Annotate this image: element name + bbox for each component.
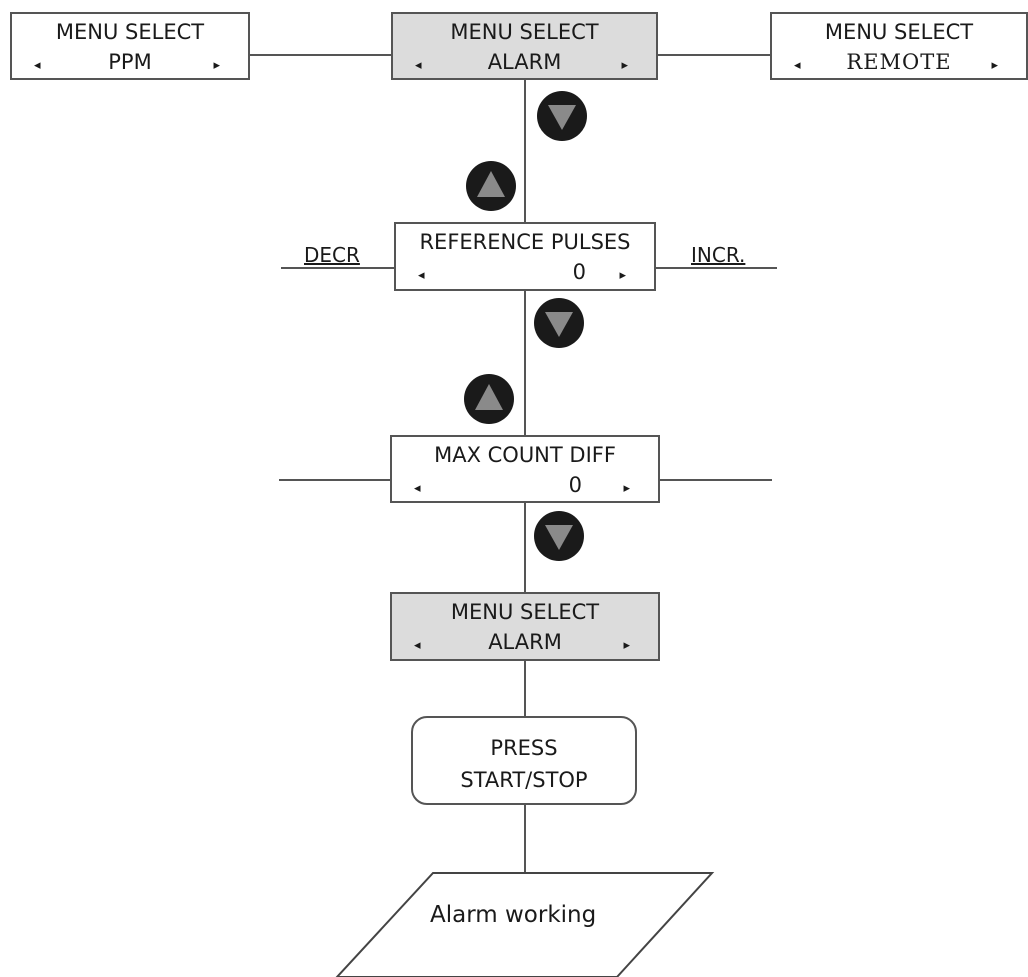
down-button-icon[interactable] — [533, 297, 585, 349]
menu-select-alarm-return-box[interactable]: MENU SELECT ALARM ◂ ▸ — [390, 592, 660, 661]
menu-select-alarm-box[interactable]: MENU SELECT ALARM ◂ ▸ — [391, 12, 658, 80]
left-arrow-icon: ◂ — [418, 268, 425, 283]
right-arrow-icon: ▸ — [213, 58, 220, 73]
up-button-icon[interactable] — [463, 373, 515, 425]
right-arrow-icon: ▸ — [623, 481, 630, 496]
menu-select-ppm-title: MENU SELECT — [55, 20, 205, 44]
press-start-stop-button[interactable]: PRESS START/STOP — [411, 716, 637, 805]
menu-select-alarm-title: MENU SELECT — [450, 20, 599, 44]
right-arrow-icon: ▸ — [621, 58, 628, 73]
max-count-diff-value: 0 — [568, 473, 582, 497]
left-arrow-icon: ◂ — [415, 58, 422, 73]
menu-select-remote-box[interactable]: MENU SELECT REMOTE ◂ ▸ — [770, 12, 1028, 80]
press-line2: START/STOP — [460, 768, 588, 792]
output-parallelogram — [335, 872, 715, 977]
incr-label: INCR. — [691, 243, 746, 267]
left-arrow-icon: ◂ — [34, 58, 41, 73]
menu-select-remote-value: REMOTE — [846, 50, 952, 74]
left-arrow-icon: ◂ — [414, 638, 421, 653]
menu-select-ppm-value: PPM — [108, 50, 152, 74]
right-arrow-icon: ▸ — [623, 638, 630, 653]
menu-select-alarm-return-title: MENU SELECT — [450, 600, 600, 624]
menu-select-alarm-return-value: ALARM — [488, 630, 562, 654]
menu-select-ppm-box[interactable]: MENU SELECT PPM ◂ ▸ — [10, 12, 250, 80]
right-arrow-icon: ▸ — [991, 58, 998, 73]
max-count-diff-box[interactable]: MAX COUNT DIFF 0 ◂ ▸ — [390, 435, 660, 503]
decr-label: DECR — [304, 243, 360, 267]
menu-select-alarm-value: ALARM — [487, 50, 562, 74]
reference-pulses-title: REFERENCE PULSES — [419, 230, 631, 254]
left-arrow-icon: ◂ — [794, 58, 801, 73]
menu-select-remote-title: MENU SELECT — [824, 20, 974, 44]
up-button-icon[interactable] — [465, 160, 517, 212]
reference-pulses-box[interactable]: REFERENCE PULSES 0 ◂ ▸ — [394, 222, 656, 291]
reference-pulses-value: 0 — [572, 260, 586, 284]
down-button-icon[interactable] — [533, 510, 585, 562]
alarm-working-label: Alarm working — [430, 902, 597, 928]
press-line1: PRESS — [490, 736, 558, 760]
max-count-diff-title: MAX COUNT DIFF — [434, 443, 616, 467]
left-arrow-icon: ◂ — [414, 481, 421, 496]
right-arrow-icon: ▸ — [619, 268, 626, 283]
down-button-icon[interactable] — [536, 90, 588, 142]
